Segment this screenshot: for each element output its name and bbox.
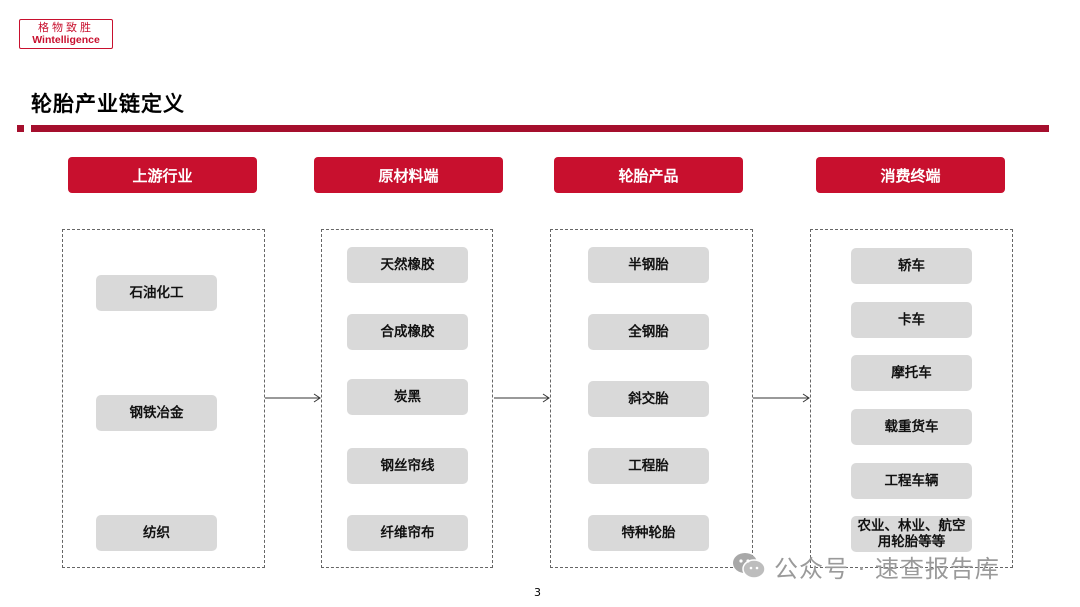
node-special-tire: 特种轮胎 bbox=[588, 515, 709, 551]
wechat-icon bbox=[733, 553, 766, 579]
column-box-tire-products: 半钢胎 全钢胎 斜交胎 工程胎 特种轮胎 bbox=[550, 229, 753, 568]
watermark: 公众号 · 速查报告库 bbox=[732, 548, 1000, 584]
column-box-raw-materials: 天然橡胶 合成橡胶 炭黑 钢丝帘线 纤维帘布 bbox=[321, 229, 493, 568]
watermark-text: 公众号 · 速查报告库 bbox=[774, 554, 1000, 583]
flow-arrow-3 bbox=[753, 393, 810, 403]
title-rule bbox=[31, 125, 1049, 132]
node-steel-metallurgy: 钢铁冶金 bbox=[96, 395, 217, 431]
node-petrochemical: 石油化工 bbox=[96, 275, 217, 311]
title-rule-marker bbox=[17, 125, 24, 132]
column-box-consumer-end: 轿车 卡车 摩托车 载重货车 工程车辆 农业、林业、航空用轮胎等等 bbox=[810, 229, 1013, 568]
node-carbon-black: 炭黑 bbox=[347, 379, 468, 415]
column-header-consumer-end: 消费终端 bbox=[816, 157, 1005, 193]
node-bias-tire: 斜交胎 bbox=[588, 381, 709, 417]
node-synthetic-rubber: 合成橡胶 bbox=[347, 314, 468, 350]
node-car: 轿车 bbox=[851, 248, 972, 284]
node-agri-forestry-aviation-tire: 农业、林业、航空用轮胎等等 bbox=[851, 516, 972, 552]
column-header-upstream: 上游行业 bbox=[68, 157, 257, 193]
column-header-raw-materials: 原材料端 bbox=[314, 157, 503, 193]
flow-arrow-2 bbox=[494, 393, 550, 403]
page-number: 3 bbox=[534, 586, 541, 599]
node-heavy-truck: 载重货车 bbox=[851, 409, 972, 445]
page-title: 轮胎产业链定义 bbox=[31, 92, 185, 116]
column-box-upstream: 石油化工 钢铁冶金 纺织 bbox=[62, 229, 265, 568]
brand-logo: 格物致胜 Wintelligence bbox=[19, 19, 113, 49]
node-natural-rubber: 天然橡胶 bbox=[347, 247, 468, 283]
node-textile: 纺织 bbox=[96, 515, 217, 551]
node-fabric-cord: 纤维帘布 bbox=[347, 515, 468, 551]
flow-arrow-1 bbox=[265, 393, 321, 403]
node-engineering-tire: 工程胎 bbox=[588, 448, 709, 484]
node-steel-cord: 钢丝帘线 bbox=[347, 448, 468, 484]
column-header-tire-products: 轮胎产品 bbox=[554, 157, 743, 193]
node-engineering-vehicle: 工程车辆 bbox=[851, 463, 972, 499]
node-truck: 卡车 bbox=[851, 302, 972, 338]
node-semi-steel-tire: 半钢胎 bbox=[588, 247, 709, 283]
logo-cn-text: 格物致胜 bbox=[38, 21, 94, 34]
logo-en-text: Wintelligence bbox=[32, 34, 100, 46]
node-motorcycle: 摩托车 bbox=[851, 355, 972, 391]
node-all-steel-tire: 全钢胎 bbox=[588, 314, 709, 350]
